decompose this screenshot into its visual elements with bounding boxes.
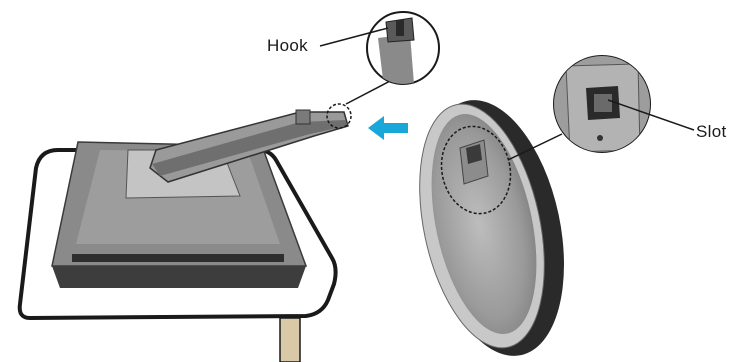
slot-detail-inner [594, 94, 612, 112]
hook-callout [319, 11, 440, 105]
hook-leader-line [319, 27, 389, 47]
hook-label: Hook [267, 36, 308, 55]
stand-base [419, 100, 564, 356]
slot-callout [507, 55, 695, 161]
hook-highlight-circle [326, 103, 352, 129]
slot-label: Slot [696, 122, 727, 141]
base-slot [466, 144, 482, 164]
hook-detail-body [378, 34, 414, 84]
slot-detail-screw [597, 135, 603, 141]
slot-callout-tail [507, 133, 563, 161]
left-arrow-icon [368, 116, 408, 140]
slot-leader-line [607, 99, 695, 131]
stand-arm [149, 103, 352, 183]
table-leg [279, 317, 301, 362]
monitor-bezel-edge [52, 266, 306, 288]
hook-detail-slot [396, 20, 404, 36]
stand-arm-hook [295, 109, 311, 125]
stand-arm-shadow [152, 120, 346, 176]
monitor-front-bar [72, 254, 284, 262]
slot-highlight-circle [440, 125, 512, 215]
hook-callout-tail [345, 79, 393, 105]
